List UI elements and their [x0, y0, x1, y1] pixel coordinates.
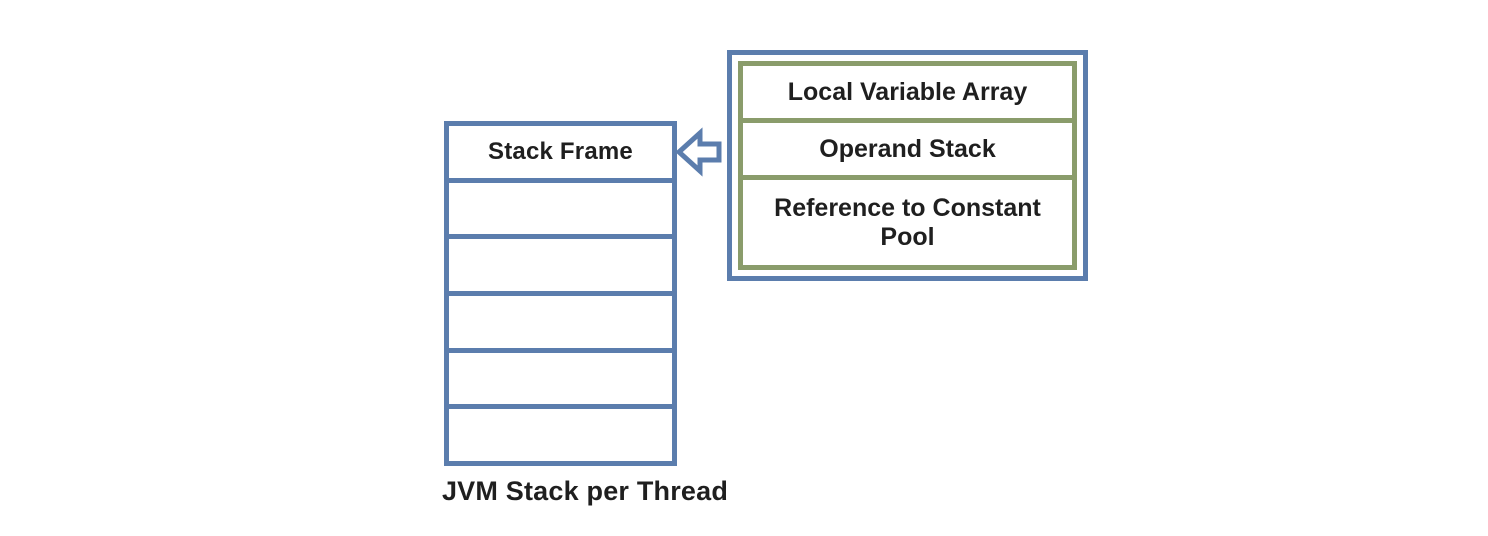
left-block-arrow-icon: [676, 127, 722, 177]
detail-row-local-variable-array: Local Variable Array: [743, 66, 1072, 119]
stack-empty-cell: [449, 296, 672, 348]
stack-frame-detail-inner: Local Variable Array Operand Stack Refer…: [738, 61, 1077, 270]
jvm-stack-caption: JVM Stack per Thread: [441, 476, 729, 506]
stack-empty-cell: [449, 409, 672, 462]
stack-frame-label: Stack Frame: [488, 137, 633, 165]
stack-empty-cell: [449, 182, 672, 235]
stack-empty-cell: [449, 352, 672, 405]
detail-row-reference-to-constant-pool: Reference to Constant Pool: [743, 180, 1072, 265]
jvm-stack: Stack Frame: [444, 121, 677, 466]
stack-empty-cell: [449, 239, 672, 292]
stack-frame-detail-box: Local Variable Array Operand Stack Refer…: [727, 50, 1088, 281]
stack-frame-cell: Stack Frame: [449, 126, 672, 178]
detail-row-operand-stack: Operand Stack: [743, 123, 1072, 176]
